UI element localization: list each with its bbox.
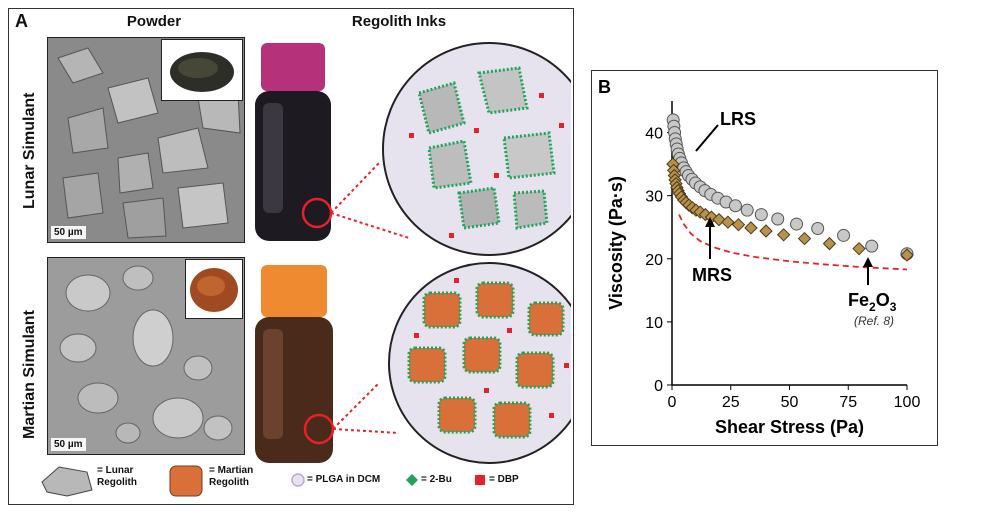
martian-ink-zoom bbox=[388, 262, 571, 464]
mrs-point bbox=[822, 236, 837, 251]
lrs-point bbox=[865, 239, 879, 253]
fe2o3-o: O bbox=[876, 290, 890, 310]
mrs-point bbox=[731, 217, 746, 232]
martian-sem-texture bbox=[48, 258, 244, 454]
lrs-annotation: LRS bbox=[720, 109, 756, 129]
legend-martian-regolith: = Martian Regolith bbox=[209, 465, 254, 488]
y-tick-label: 10 bbox=[645, 315, 663, 332]
lunar-powder-pile bbox=[170, 52, 234, 92]
fe2o3-fe: Fe bbox=[848, 290, 869, 310]
mrs-point bbox=[721, 215, 735, 229]
martian-powder-pile bbox=[190, 268, 238, 312]
lunar-ink-zoom bbox=[382, 42, 571, 256]
legend-lunar-regolith: = Lunar Regolith bbox=[97, 465, 137, 488]
x-tick-label: 50 bbox=[781, 394, 799, 411]
panel-b-label: B bbox=[598, 77, 611, 97]
martian-powder-inset bbox=[185, 259, 243, 319]
lrs-point bbox=[811, 221, 825, 235]
series-fe2o3 bbox=[678, 214, 908, 271]
y-tick-label: 0 bbox=[654, 378, 663, 395]
lunar-simulant-label: Lunar Simulant bbox=[21, 92, 38, 209]
series-lrs bbox=[666, 113, 914, 261]
mrs-annotation: MRS bbox=[692, 265, 732, 285]
x-tick-label: 25 bbox=[722, 394, 740, 411]
lunar-scale-bar: 50 µm bbox=[51, 226, 86, 239]
y-tick-label: 40 bbox=[645, 126, 663, 143]
x-tick-label: 75 bbox=[839, 394, 857, 411]
mrs-point bbox=[900, 248, 914, 262]
lunar-sem-texture bbox=[48, 38, 244, 242]
x-tick-label: 0 bbox=[668, 394, 677, 411]
lunar-regolith-legend-icon bbox=[41, 466, 93, 497]
legend-2bu: = 2-Bu bbox=[421, 474, 452, 485]
martian-ink-jar bbox=[255, 265, 400, 463]
fe2o3-annotation: Fe2O3 bbox=[848, 290, 897, 314]
panel-a-label: A bbox=[15, 11, 28, 31]
series-mrs bbox=[666, 157, 914, 262]
chart-series bbox=[666, 113, 914, 271]
lrs-arrow bbox=[695, 124, 719, 152]
y-tick-label: 30 bbox=[645, 189, 663, 206]
legend-plga: = PLGA in DCM bbox=[307, 474, 381, 485]
mrs-point bbox=[744, 221, 758, 235]
legend-dbp: = DBP bbox=[489, 474, 519, 485]
lrs-point bbox=[790, 217, 804, 231]
fe2o3-sub-3: 3 bbox=[890, 300, 897, 314]
mrs-point bbox=[776, 228, 791, 242]
lrs-point bbox=[740, 203, 754, 217]
mrs-point bbox=[759, 224, 773, 238]
dbp-legend-icon bbox=[475, 475, 485, 485]
fe2o3-curve bbox=[678, 214, 908, 271]
y-axis-title: Viscosity (Pa·s) bbox=[606, 176, 626, 310]
fe2o3-arrowhead bbox=[863, 257, 873, 267]
lunar-ink-jar bbox=[255, 43, 410, 241]
bu-legend-icon bbox=[406, 474, 418, 486]
lrs-point bbox=[728, 199, 742, 213]
inks-header: Regolith Inks bbox=[351, 13, 447, 30]
mrs-arrowhead bbox=[705, 217, 715, 227]
lunar-powder-inset bbox=[161, 39, 243, 101]
fe2o3-sub-2: 2 bbox=[869, 300, 876, 314]
martian-simulant-label: Martian Simulant bbox=[21, 310, 38, 439]
panel-a: A Powder Regolith Inks Lunar Simulant Ma… bbox=[8, 8, 574, 505]
x-tick-label: 100 bbox=[894, 394, 921, 411]
martian-regolith-legend-icon bbox=[169, 465, 203, 497]
y-tick-label: 20 bbox=[645, 252, 663, 269]
mrs-point bbox=[852, 241, 866, 256]
powder-header: Powder bbox=[126, 13, 182, 30]
chart-annotations: LRS MRS Fe2O3 (Ref. 8) bbox=[692, 109, 897, 328]
martian-scale-bar: 50 µm bbox=[51, 438, 86, 451]
ref-annotation: (Ref. 8) bbox=[854, 314, 894, 328]
lrs-point bbox=[754, 208, 768, 222]
x-axis-title: Shear Stress (Pa) bbox=[715, 417, 864, 437]
lrs-point bbox=[771, 212, 785, 226]
plga-legend-icon bbox=[291, 473, 305, 487]
mrs-point bbox=[797, 231, 812, 246]
ink-illustrations bbox=[255, 42, 571, 464]
lrs-point bbox=[837, 228, 851, 242]
